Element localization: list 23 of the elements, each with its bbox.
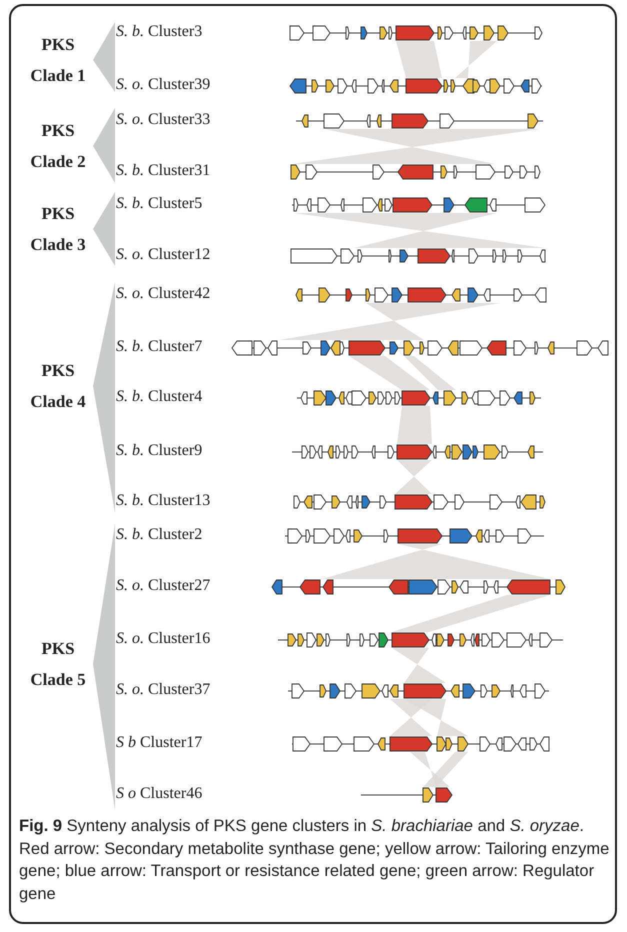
- clade-label: PKS Clade 1: [29, 34, 87, 87]
- cluster-name: S. b. Cluster31: [116, 162, 210, 180]
- cluster-name: S. b. Cluster2: [116, 526, 202, 544]
- cluster-name: S o Cluster46: [116, 785, 202, 803]
- cluster-name: S. o. Cluster27: [116, 577, 210, 595]
- cluster-name: S. b. Cluster13: [116, 492, 210, 510]
- cluster-name: S b Cluster17: [116, 734, 202, 752]
- figure-caption: Fig. 9 Synteny analysis of PKS gene clusters in S. brachiariae and S. oryzae. Red arrow: Secondary metabolite synthase gene; yellow arrow: Tailoring enzyme gene; blue arrow: Transport or resistance related gene; green arrow: Regulator gene: [19, 816, 610, 904]
- cluster-name: S. o. Cluster12: [116, 246, 210, 264]
- cluster-name: S. o. Cluster39: [116, 76, 210, 94]
- clade-label: PKS Clade 3: [29, 203, 87, 256]
- cluster-name: S. o. Cluster37: [116, 681, 210, 699]
- cluster-name: S. b. Cluster7: [116, 338, 202, 356]
- cluster-name: S. b. Cluster5: [116, 195, 202, 213]
- cluster-name: S. o. Cluster33: [116, 111, 210, 129]
- cluster-name: S. o. Cluster42: [116, 285, 210, 303]
- cluster-name: S. b. Cluster3: [116, 23, 202, 41]
- cluster-name: S. o. Cluster16: [116, 630, 210, 648]
- cluster-name: S. b. Cluster9: [116, 442, 202, 460]
- cluster-name: S. b. Cluster4: [116, 388, 202, 406]
- clade-label: PKS Clade 2: [29, 120, 87, 173]
- clade-label: PKS Clade 4: [29, 360, 87, 413]
- clade-label: PKS Clade 5: [29, 638, 87, 691]
